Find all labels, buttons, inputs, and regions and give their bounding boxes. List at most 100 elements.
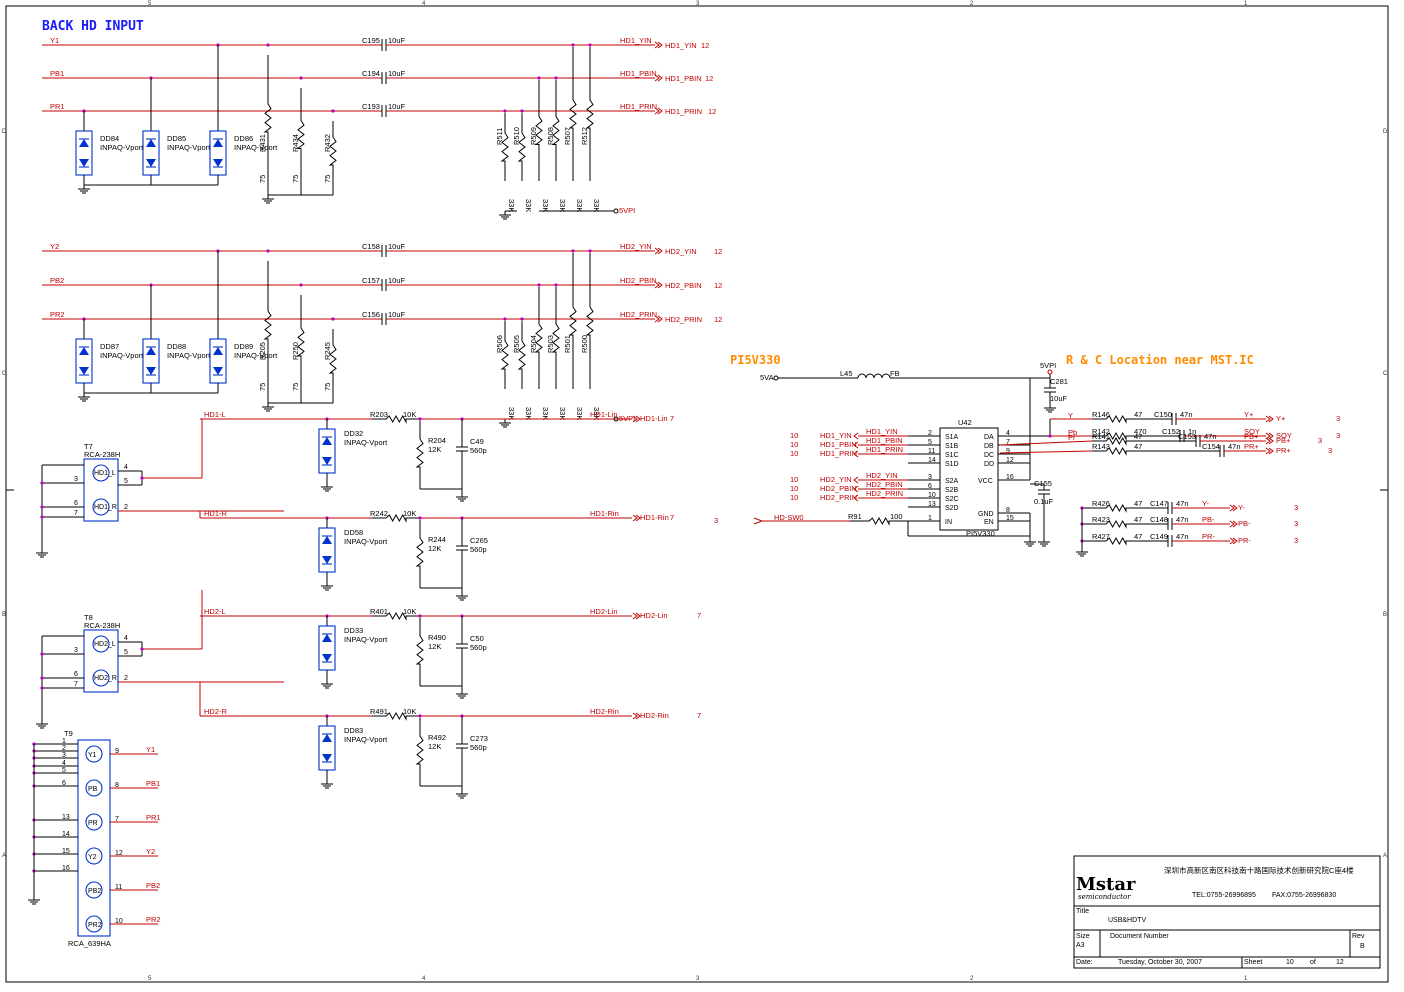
junction-dot (588, 43, 592, 47)
port-arrow (1232, 520, 1238, 528)
resistor-symbol (296, 88, 305, 181)
mux-ref: U42 (958, 418, 972, 427)
jack-label-l: HD1_L (94, 470, 116, 477)
page-ref: 10 (790, 475, 798, 484)
resistor-value: 12K (428, 742, 441, 751)
t9-right-net: PR1 (146, 813, 161, 822)
frame-col-bottom: 2 (970, 976, 974, 982)
tvs-diode-symbol (318, 527, 336, 573)
jack-pin-num: 6 (74, 500, 78, 507)
port-arrow (654, 281, 660, 289)
capacitor-ref: C152 (1162, 427, 1180, 436)
mux-pin-num: 7 (1006, 439, 1010, 446)
rca-jack-group: T7RCA-238HHD1_LHD1_R452367T8RCA-238HHD2_… (36, 419, 284, 729)
sheet-value: 10 (1286, 959, 1294, 966)
filter-out-net: SOY (1244, 427, 1260, 436)
size-label: Size (1076, 933, 1090, 940)
port-arrow (1268, 447, 1274, 455)
tvs-arrow (213, 159, 223, 167)
junction-dot (299, 283, 303, 287)
mux-net-port: HD1_PBIN (820, 440, 857, 449)
page-ref: 12 (705, 74, 713, 83)
t9-body (77, 739, 111, 937)
t9-right-pin-num: 11 (115, 884, 122, 891)
jack-value: RCA-238H (84, 621, 120, 630)
jack-pin-num: 5 (124, 478, 128, 485)
capacitor-value: 560p (470, 446, 487, 455)
jack-circle-l (92, 635, 110, 653)
tvs-body (209, 130, 227, 176)
page-ref: 10 (790, 449, 798, 458)
port-arrow (753, 517, 764, 525)
tvs-diode-symbol (209, 338, 227, 384)
resistor-ref: R512 (580, 127, 589, 145)
company-address: 深圳市高新区南区科技南十路国际技术创新研究院C座4楼 (1164, 865, 1354, 875)
output-net-label: HD2_PRIN (620, 310, 657, 319)
inductor-ref: L45 (840, 369, 853, 378)
mux-pin-num: 2 (928, 430, 932, 437)
resistor-symbol (551, 80, 560, 181)
capacitor-value: 47n (1204, 432, 1217, 441)
diode-ref: DD89 (234, 342, 253, 351)
diode-ref: DD83 (344, 726, 363, 735)
port-arrow (635, 415, 641, 423)
audio-net-label: HD2-R (204, 707, 228, 716)
tvs-diode-symbol (75, 130, 93, 176)
tvs-arrow (146, 159, 156, 167)
frame-col-top: 5 (148, 1, 152, 7)
tvs-arrow (213, 139, 223, 147)
of-label: of (1310, 959, 1316, 966)
resistor-symbol (415, 718, 424, 782)
resistor-ref: R507 (563, 127, 572, 145)
mux-pin-num: 13 (928, 501, 936, 508)
tvs-body (318, 428, 336, 474)
t9-jack-circle (85, 745, 103, 763)
filter-net-label: Pr (1068, 433, 1076, 442)
junction-dot (520, 317, 524, 321)
capacitor-value: 47n (1176, 532, 1189, 541)
resistor-symbol (296, 295, 305, 389)
resistor-ref: R205 (258, 342, 267, 360)
page-ref: 3 (714, 516, 718, 525)
ground-symbol (28, 896, 40, 905)
capacitor-ref: C148 (1150, 515, 1168, 524)
t9-connector-group: T9RCA_639HAY1PBPRY2PB2PR2123456131415169… (28, 729, 161, 948)
t9-right-pin-num: 10 (115, 918, 123, 925)
capacitor-value: 47n (1228, 442, 1241, 451)
frame-col-top: 1 (1244, 1, 1248, 7)
capacitor-value: 10uF (388, 276, 406, 285)
tvs-body (318, 725, 336, 771)
jack-body (83, 629, 119, 693)
mux-pin-num: 5 (928, 439, 932, 446)
capacitor-value: 47n (1176, 499, 1189, 508)
tvs-arrow (322, 536, 332, 544)
jack-pin-num: 7 (74, 681, 78, 688)
port-arrow (1265, 437, 1271, 445)
mux-pin-name: S2A (945, 478, 959, 485)
port-arrow (657, 247, 663, 255)
filter-out-port: PB- (1238, 519, 1251, 528)
resistor-value: 12K (428, 445, 441, 454)
t9-circle-label: PR (88, 820, 98, 827)
port-arrow (657, 281, 663, 289)
diode-ref: DD58 (344, 528, 363, 537)
ground-symbol (1038, 538, 1050, 547)
ground-symbol (262, 403, 274, 412)
tvs-body (142, 130, 160, 176)
jack-pin-num: 3 (74, 476, 78, 483)
port-arrow (632, 415, 638, 423)
ground-symbol (1024, 538, 1036, 547)
ground-symbol (1044, 404, 1056, 413)
output-net-label: HD1_PBIN (620, 69, 657, 78)
output-port-label: HD1_PRIN (665, 107, 702, 116)
title-label: Title (1076, 908, 1089, 915)
page-ref: 7 (697, 711, 701, 720)
filter-out-port: Y+ (1276, 414, 1286, 423)
mux-net-port: HD2_PRIN (820, 493, 857, 502)
junction-dot (571, 43, 575, 47)
junction-dot (40, 652, 44, 656)
diode-ref: DD85 (167, 134, 186, 143)
frame-row-right: D (1383, 129, 1388, 135)
page-ref: 10 (790, 440, 798, 449)
mux-net-label: HD1_PBIN (866, 436, 903, 445)
